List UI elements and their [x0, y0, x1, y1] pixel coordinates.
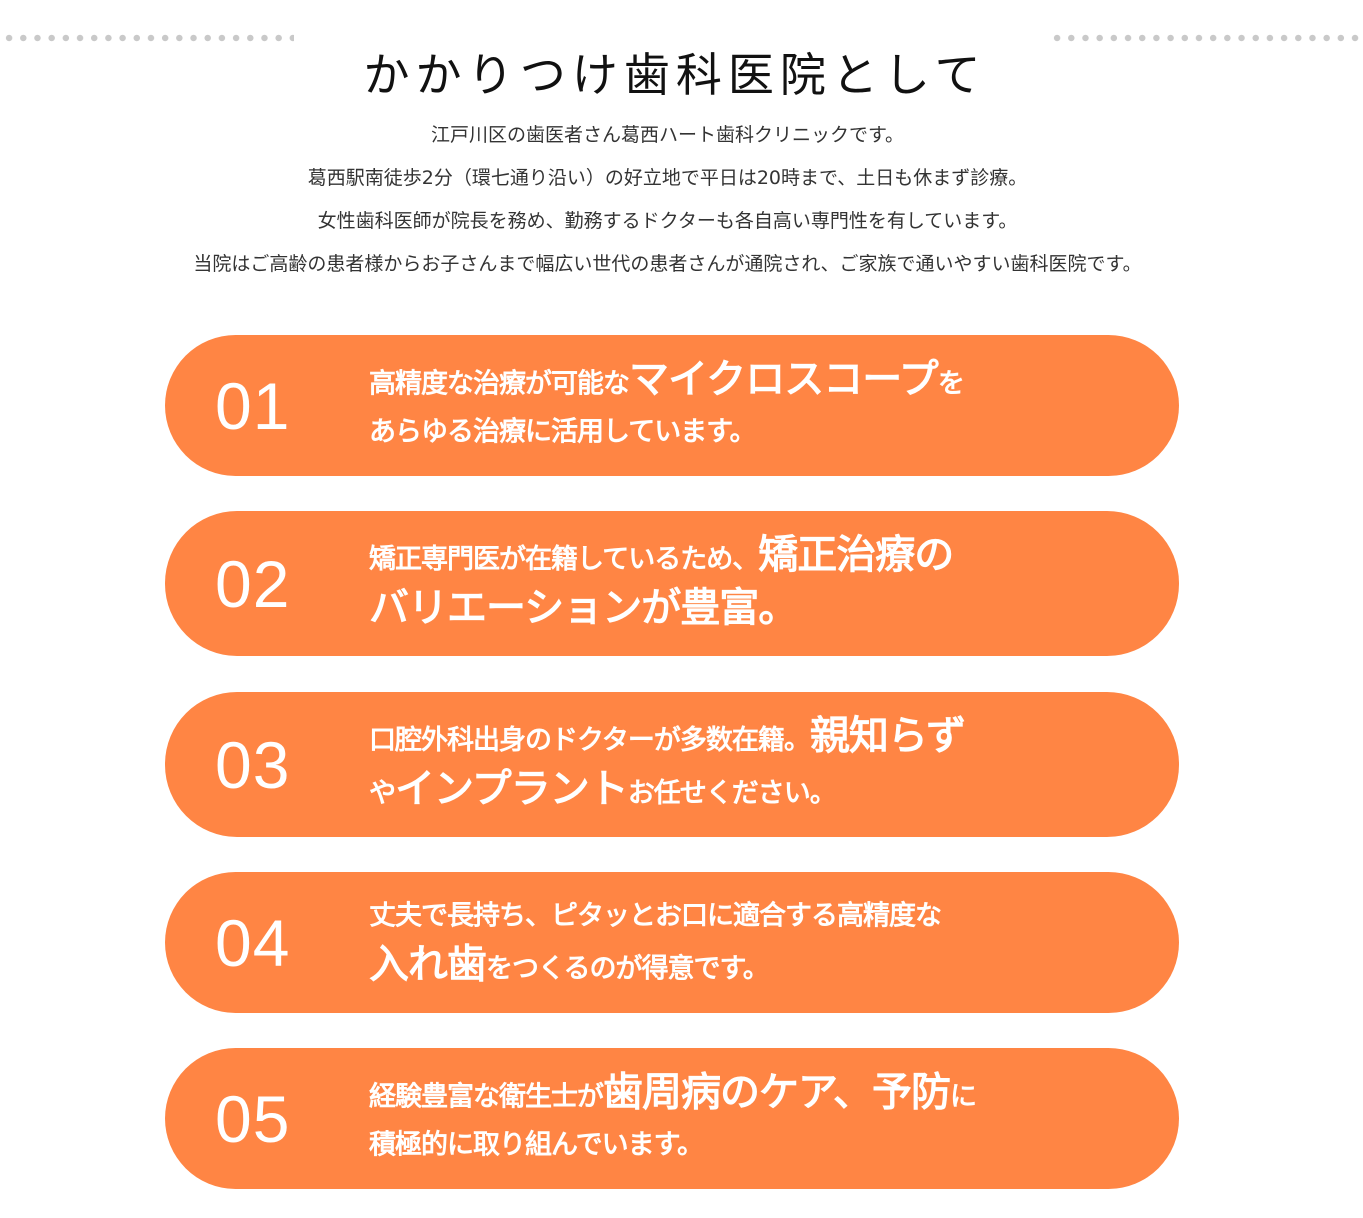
body-text: を — [937, 368, 965, 399]
feature-card-05: 05 経験豊富な衛生士が歯周病のケア、予防に 積極的に取り組んでいます。 — [165, 1048, 1179, 1189]
feature-text: 丈夫で長持ち、ピタッとお口に適合する高精度な 入れ歯をつくるのが得意です。 — [369, 892, 942, 993]
feature-text: 口腔外科出身のドクターが多数在籍。親知らず やインプラントお任せください。 — [369, 712, 966, 818]
feature-line-1: 経験豊富な衛生士が歯周病のケア、予防に — [369, 1068, 977, 1121]
body-text: に — [950, 1081, 977, 1112]
feature-number: 04 — [215, 905, 291, 980]
feature-number: 03 — [215, 727, 291, 802]
emphasis-text: マイクロスコープ — [629, 356, 939, 402]
body-text: あらゆる治療に活用しています。 — [369, 416, 756, 447]
intro-line: 当院はご高齢の患者様からお子さんまで幅広い世代の患者さんが通院され、ご家族で通い… — [193, 253, 1142, 275]
feature-text: 矯正専門医が在籍しているため、矯正治療の バリエーションが豊富。 — [369, 531, 954, 637]
section-heading: かかりつけ歯科医院として — [0, 0, 1363, 102]
intro-text: 江戸川区の歯医者さん葛西ハート歯科クリニックです。 葛西駅南徒歩2分（環七通り沿… — [0, 114, 1335, 286]
feature-number: 05 — [215, 1081, 291, 1156]
body-text: 丈夫で長持ち、ピタッとお口に適合する高精度な — [369, 900, 942, 931]
feature-number: 01 — [215, 368, 291, 443]
emphasis-text: インプラント — [395, 765, 629, 812]
body-text: や — [369, 777, 396, 809]
body-text: 経験豊富な衛生士が — [369, 1081, 604, 1112]
body-text: 矯正専門医が在籍しているため、 — [369, 543, 759, 575]
feature-text: 高精度な治療が可能なマイクロスコープを あらゆる治療に活用しています。 — [369, 355, 965, 456]
body-text: お任せください。 — [627, 777, 837, 809]
intro-line: 葛西駅南徒歩2分（環七通り沿い）の好立地で平日は20時まで、土日も休まず診療。 — [307, 167, 1028, 189]
feature-line-1: 矯正専門医が在籍しているため、矯正治療の — [369, 531, 954, 584]
dotted-divider-right — [1050, 34, 1363, 42]
body-text: 積極的に取り組んでいます。 — [369, 1129, 704, 1160]
feature-line-2: やインプラントお任せください。 — [369, 765, 965, 818]
emphasis-text: 入れ歯 — [369, 941, 487, 987]
body-text: 口腔外科出身のドクターが多数在籍。 — [369, 724, 811, 756]
emphasis-text: バリエーションが豊富。 — [369, 584, 798, 631]
feature-line-2: 入れ歯をつくるのが得意です。 — [369, 940, 941, 993]
feature-line-1: 丈夫で長持ち、ピタッとお口に適合する高精度な — [369, 892, 942, 940]
feature-card-02: 02 矯正専門医が在籍しているため、矯正治療の バリエーションが豊富。 — [165, 511, 1179, 656]
feature-line-2: バリエーションが豊富。 — [369, 584, 953, 637]
feature-line-1: 口腔外科出身のドクターが多数在籍。親知らず — [369, 712, 966, 765]
emphasis-text: 歯周病のケア、予防 — [603, 1069, 951, 1115]
emphasis-text: 親知らず — [809, 712, 966, 759]
feature-card-03: 03 口腔外科出身のドクターが多数在籍。親知らず やインプラントお任せください。 — [165, 692, 1179, 837]
feature-line-2: 積極的に取り組んでいます。 — [369, 1121, 976, 1169]
feature-line-1: 高精度な治療が可能なマイクロスコープを — [369, 355, 965, 408]
section-title: かかりつけ歯科医院として — [363, 47, 987, 102]
body-text: をつくるのが得意です。 — [486, 953, 770, 984]
feature-line-2: あらゆる治療に活用しています。 — [369, 408, 964, 456]
feature-text: 経験豊富な衛生士が歯周病のケア、予防に 積極的に取り組んでいます。 — [369, 1068, 977, 1169]
body-text: 高精度な治療が可能な — [369, 368, 630, 399]
feature-number: 02 — [215, 546, 291, 621]
feature-card-04: 04 丈夫で長持ち、ピタッとお口に適合する高精度な 入れ歯をつくるのが得意です。 — [165, 872, 1179, 1013]
dotted-divider-left — [2, 34, 294, 42]
intro-line: 女性歯科医師が院長を務め、勤務するドクターも各自高い専門性を有しています。 — [317, 210, 1018, 232]
intro-line: 江戸川区の歯医者さん葛西ハート歯科クリニックです。 — [430, 124, 905, 146]
feature-card-01: 01 高精度な治療が可能なマイクロスコープを あらゆる治療に活用しています。 — [165, 335, 1179, 476]
emphasis-text: 矯正治療の — [758, 531, 954, 578]
